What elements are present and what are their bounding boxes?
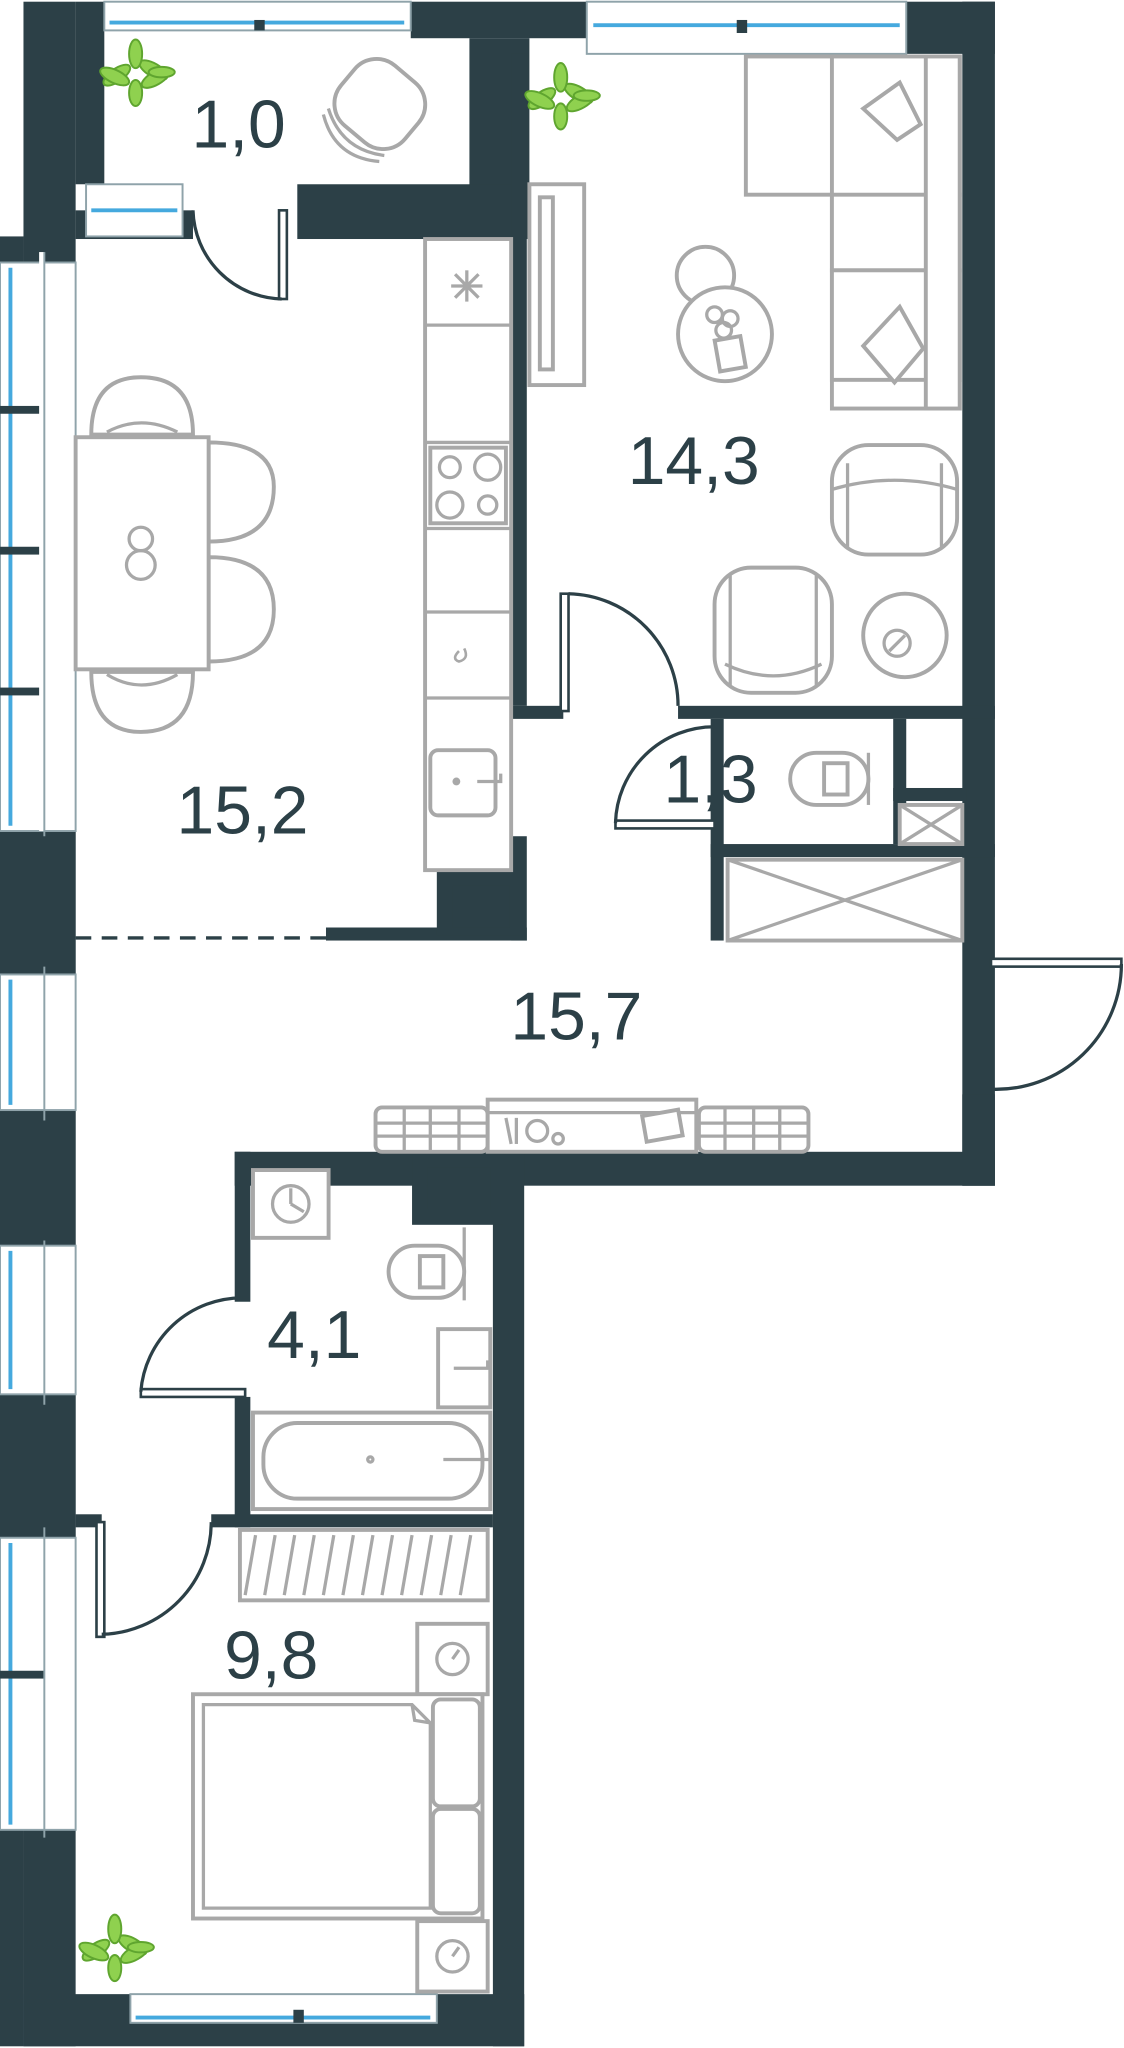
doors	[75, 209, 1124, 1639]
armchair-1	[829, 443, 960, 557]
living-room-door[interactable]	[559, 592, 570, 713]
living-furniture	[527, 54, 962, 695]
toilet-area-label: 1,3	[664, 742, 758, 817]
armchair-balcony	[321, 57, 428, 164]
plant-icon	[78, 1913, 155, 1983]
stove	[428, 445, 508, 526]
wardrobe-bedroom	[237, 1527, 490, 1603]
toilet-bowl	[788, 750, 871, 807]
bathroom-left-wall-lower	[234, 1396, 251, 1528]
living-bottom-wall	[678, 705, 995, 719]
bedroom-furniture	[191, 1527, 490, 1994]
bath-toilet	[386, 1227, 467, 1301]
hallway-furniture	[373, 1097, 811, 1154]
window-hallway-left	[0, 973, 77, 1112]
balcony-door[interactable]	[277, 209, 289, 301]
corridor-bottom-wall	[234, 1151, 995, 1186]
bedroom-area-label: 9,8	[224, 1619, 318, 1694]
plant-icon	[99, 38, 176, 108]
windows	[0, 0, 908, 2024]
toilet-bottom-wall	[710, 844, 995, 858]
plant-icon	[524, 62, 601, 131]
side-table	[861, 591, 949, 680]
bath-sink	[436, 1327, 493, 1410]
kitchen-furniture	[73, 237, 514, 873]
toilet-door[interactable]	[614, 819, 716, 830]
toilet-fixtures	[725, 750, 965, 943]
right-wall	[962, 1, 995, 1186]
nightstand-top	[415, 1621, 490, 1697]
shaft-toilet	[897, 802, 965, 847]
sofa	[743, 54, 962, 411]
kitchen-area-label: 15,2	[177, 774, 309, 849]
dining-table	[73, 375, 276, 734]
partition-stub	[511, 705, 564, 719]
console-table	[485, 1097, 699, 1154]
fridge-icon	[451, 270, 483, 302]
bathroom-fixtures	[251, 1168, 493, 1512]
balcony-area-label: 1,0	[191, 88, 285, 163]
kitchen-shaft-inner	[452, 885, 510, 928]
bathroom-shaft-inner	[427, 1167, 491, 1210]
top-wall-mid	[410, 1, 600, 39]
living-room-area-label: 14,3	[628, 424, 760, 499]
shoe-rack-left	[373, 1105, 490, 1154]
left-wall-pier-3	[0, 1394, 76, 1538]
bathroom-left-wall-upper	[234, 1151, 251, 1302]
area-labels: 1,0 14,3 15,2 1,3 15,7 4,1 9,8	[177, 88, 760, 1694]
window-bedroom-left	[0, 1536, 77, 1831]
hallway-area-label: 15,7	[510, 980, 642, 1055]
tv-stand	[527, 182, 587, 388]
kitchen-sink	[428, 748, 503, 818]
bedroom-door[interactable]	[95, 1520, 106, 1639]
window-corridor-left	[0, 1244, 77, 1396]
bathroom-bottom-wall	[211, 1514, 493, 1528]
wardrobe-hallway	[725, 857, 965, 943]
coffee-tables	[674, 244, 774, 384]
balcony-furniture	[321, 57, 428, 164]
balcony-bottom-wall	[297, 184, 530, 240]
balcony-left-wall	[75, 1, 105, 185]
nightstand-bottom	[415, 1919, 490, 1994]
bathroom-bedroom-right-wall	[492, 1151, 525, 2047]
bathroom-area-label: 4,1	[267, 1298, 361, 1373]
bed	[191, 1692, 485, 1921]
bathroom-door[interactable]	[139, 1387, 247, 1399]
shaft-divider	[893, 787, 967, 802]
shoe-rack-right	[696, 1105, 811, 1154]
entrance-door[interactable]	[989, 957, 1123, 968]
kitchen-living-partition	[511, 53, 527, 706]
washing-machine-bath	[251, 1168, 331, 1240]
left-wall-pier-1	[0, 831, 76, 975]
right-wall-lower	[962, 1094, 995, 1186]
armchair-2	[712, 565, 834, 695]
left-wall-pier-2	[0, 1110, 76, 1246]
bathtub	[251, 1410, 493, 1512]
toilet-left-wall	[710, 718, 724, 941]
